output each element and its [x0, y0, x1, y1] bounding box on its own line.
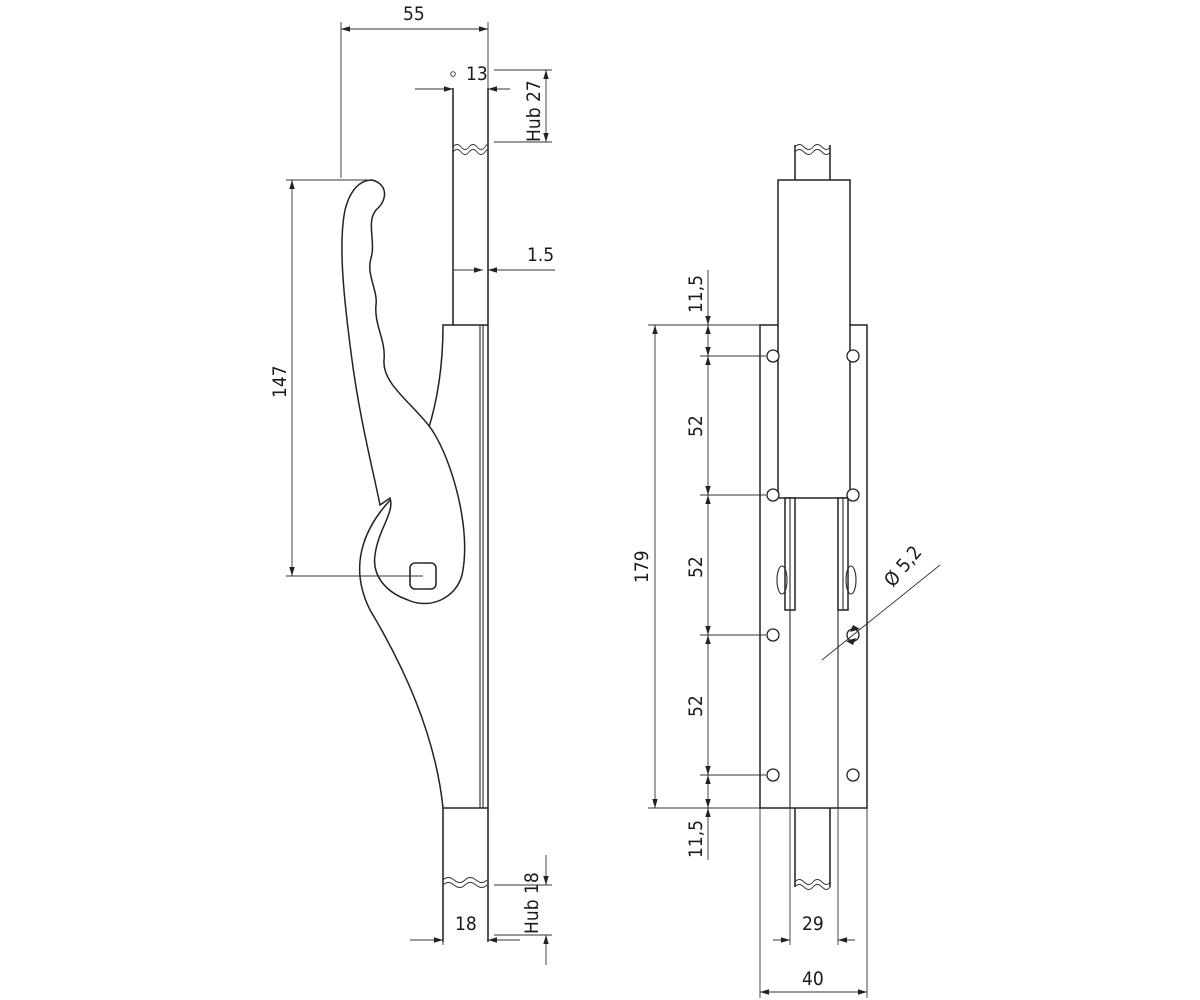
label-plate-width: 40	[802, 968, 824, 990]
bottom-rod	[442, 808, 489, 942]
hole	[766, 628, 780, 642]
hole	[766, 768, 780, 782]
dimension-stroke-bottom: Hub 18	[494, 855, 552, 965]
label-spacing-1: 52	[685, 415, 707, 437]
label-stroke-top: Hub 27	[523, 80, 545, 142]
dimension-plate-thickness: 1.5	[453, 244, 555, 273]
hole	[766, 488, 780, 502]
dimension-hole-chain: 11,5 52 52 52 11,5	[685, 270, 766, 860]
label-spacing-3: 52	[685, 695, 707, 717]
front-bottom-rod	[794, 808, 831, 890]
label-width-55: 55	[403, 3, 425, 25]
mounting-holes	[766, 349, 860, 782]
bolt-housing	[777, 179, 851, 499]
dimension-rod-width: 18	[410, 913, 520, 945]
label-handle-length: 147	[269, 365, 291, 398]
hole	[846, 768, 860, 782]
dimension-inner-width: 29	[773, 808, 855, 945]
dimension-width-55: 55	[340, 3, 489, 178]
label-inner-width: 29	[802, 913, 824, 935]
label-bottom-margin: 11,5	[685, 820, 707, 858]
hole	[766, 349, 780, 363]
label-hole-diameter: Ø 5,2	[880, 542, 926, 591]
label-plate-length: 179	[631, 550, 653, 583]
dimension-handle-length: 147	[269, 179, 423, 577]
dimension-stroke-top: Hub 27	[494, 69, 552, 143]
label-top-margin: 11,5	[685, 275, 707, 313]
label-spacing-2: 52	[685, 556, 707, 578]
dimension-plate-length: 179	[631, 324, 760, 809]
slide-guides	[776, 497, 857, 611]
hole	[846, 349, 860, 363]
dimension-plate-width: 40	[759, 808, 868, 998]
label-rod-width: 18	[455, 913, 477, 935]
hole	[846, 488, 860, 502]
dimension-rod-diameter: 13	[415, 63, 510, 92]
label-plate-thickness: 1.5	[527, 244, 554, 266]
label-rod-diameter: 13	[466, 63, 488, 85]
label-stroke-bottom: Hub 18	[521, 872, 543, 934]
side-view: 55 13 Hub 27 1.5 147	[269, 3, 555, 965]
top-rod	[452, 88, 489, 325]
front-top-rod	[794, 144, 831, 180]
front-view: 179 11,5 52 52 52 11,5 Ø 5,2	[631, 144, 941, 998]
